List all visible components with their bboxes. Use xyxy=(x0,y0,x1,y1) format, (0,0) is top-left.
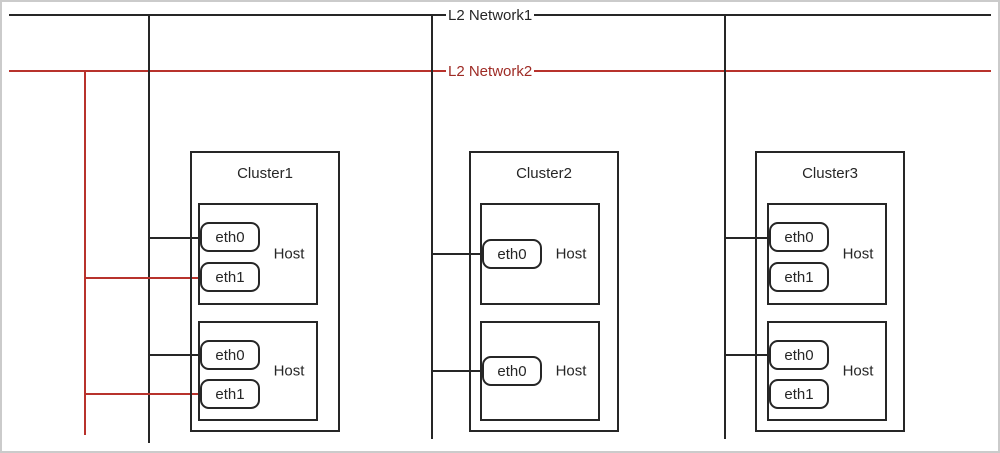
cluster3-label: Cluster3 xyxy=(802,165,858,182)
cluster1-host2-eth0: eth0 xyxy=(200,340,260,370)
cluster2-host2-eth0: eth0 xyxy=(482,356,542,386)
cluster3-host2-eth0: eth0 xyxy=(769,340,829,370)
cluster1-host2-eth1: eth1 xyxy=(200,379,260,409)
l2-network1-label: L2 Network1 xyxy=(446,7,535,24)
cluster3-box: Cluster3 xyxy=(755,151,905,432)
link-cluster2-host1-eth0 xyxy=(431,253,482,255)
cluster3-host1-eth0: eth0 xyxy=(769,222,829,252)
cluster2-box: Cluster2 xyxy=(469,151,619,432)
cluster1-host1-eth0: eth0 xyxy=(200,222,260,252)
cluster3-host1-box: eth0 eth1 Host xyxy=(767,203,887,305)
cluster2-host1-eth0: eth0 xyxy=(482,239,542,269)
cluster3-host2-box: eth0 eth1 Host xyxy=(767,321,887,421)
cluster2-host2-box: eth0 Host xyxy=(480,321,600,421)
cluster3-host1-label: Host xyxy=(842,245,874,263)
cluster2-label: Cluster2 xyxy=(516,165,572,182)
cluster1-host1-box: eth0 eth1 Host xyxy=(198,203,318,305)
cluster2-host1-box: eth0 Host xyxy=(480,203,600,305)
cluster1-host1-label: Host xyxy=(273,245,305,263)
link-cluster3-host2-eth0 xyxy=(724,354,769,356)
net1-drop-cluster1 xyxy=(148,14,150,443)
cluster1-host2-label: Host xyxy=(273,362,305,380)
cluster2-host2-label: Host xyxy=(555,362,587,380)
l2-network2-label: L2 Network2 xyxy=(446,63,535,80)
cluster2-host1-label: Host xyxy=(555,245,587,263)
net1-drop-cluster3 xyxy=(724,14,726,439)
link-cluster2-host2-eth0 xyxy=(431,370,482,372)
cluster3-host1-eth1: eth1 xyxy=(769,262,829,292)
link-cluster3-host1-eth0 xyxy=(724,237,769,239)
link-cluster1-host2-eth0 xyxy=(148,354,201,356)
cluster1-host1-eth1: eth1 xyxy=(200,262,260,292)
cluster1-host2-box: eth0 eth1 Host xyxy=(198,321,318,421)
link-cluster1-host1-eth1 xyxy=(84,277,201,279)
link-cluster1-host1-eth0 xyxy=(148,237,201,239)
net2-drop-cluster1 xyxy=(84,70,86,435)
cluster3-host2-label: Host xyxy=(842,362,874,380)
cluster3-host2-eth1: eth1 xyxy=(769,379,829,409)
link-cluster1-host2-eth1 xyxy=(84,393,201,395)
cluster1-label: Cluster1 xyxy=(237,165,293,182)
cluster1-box: Cluster1 xyxy=(190,151,340,432)
net1-drop-cluster2 xyxy=(431,14,433,439)
